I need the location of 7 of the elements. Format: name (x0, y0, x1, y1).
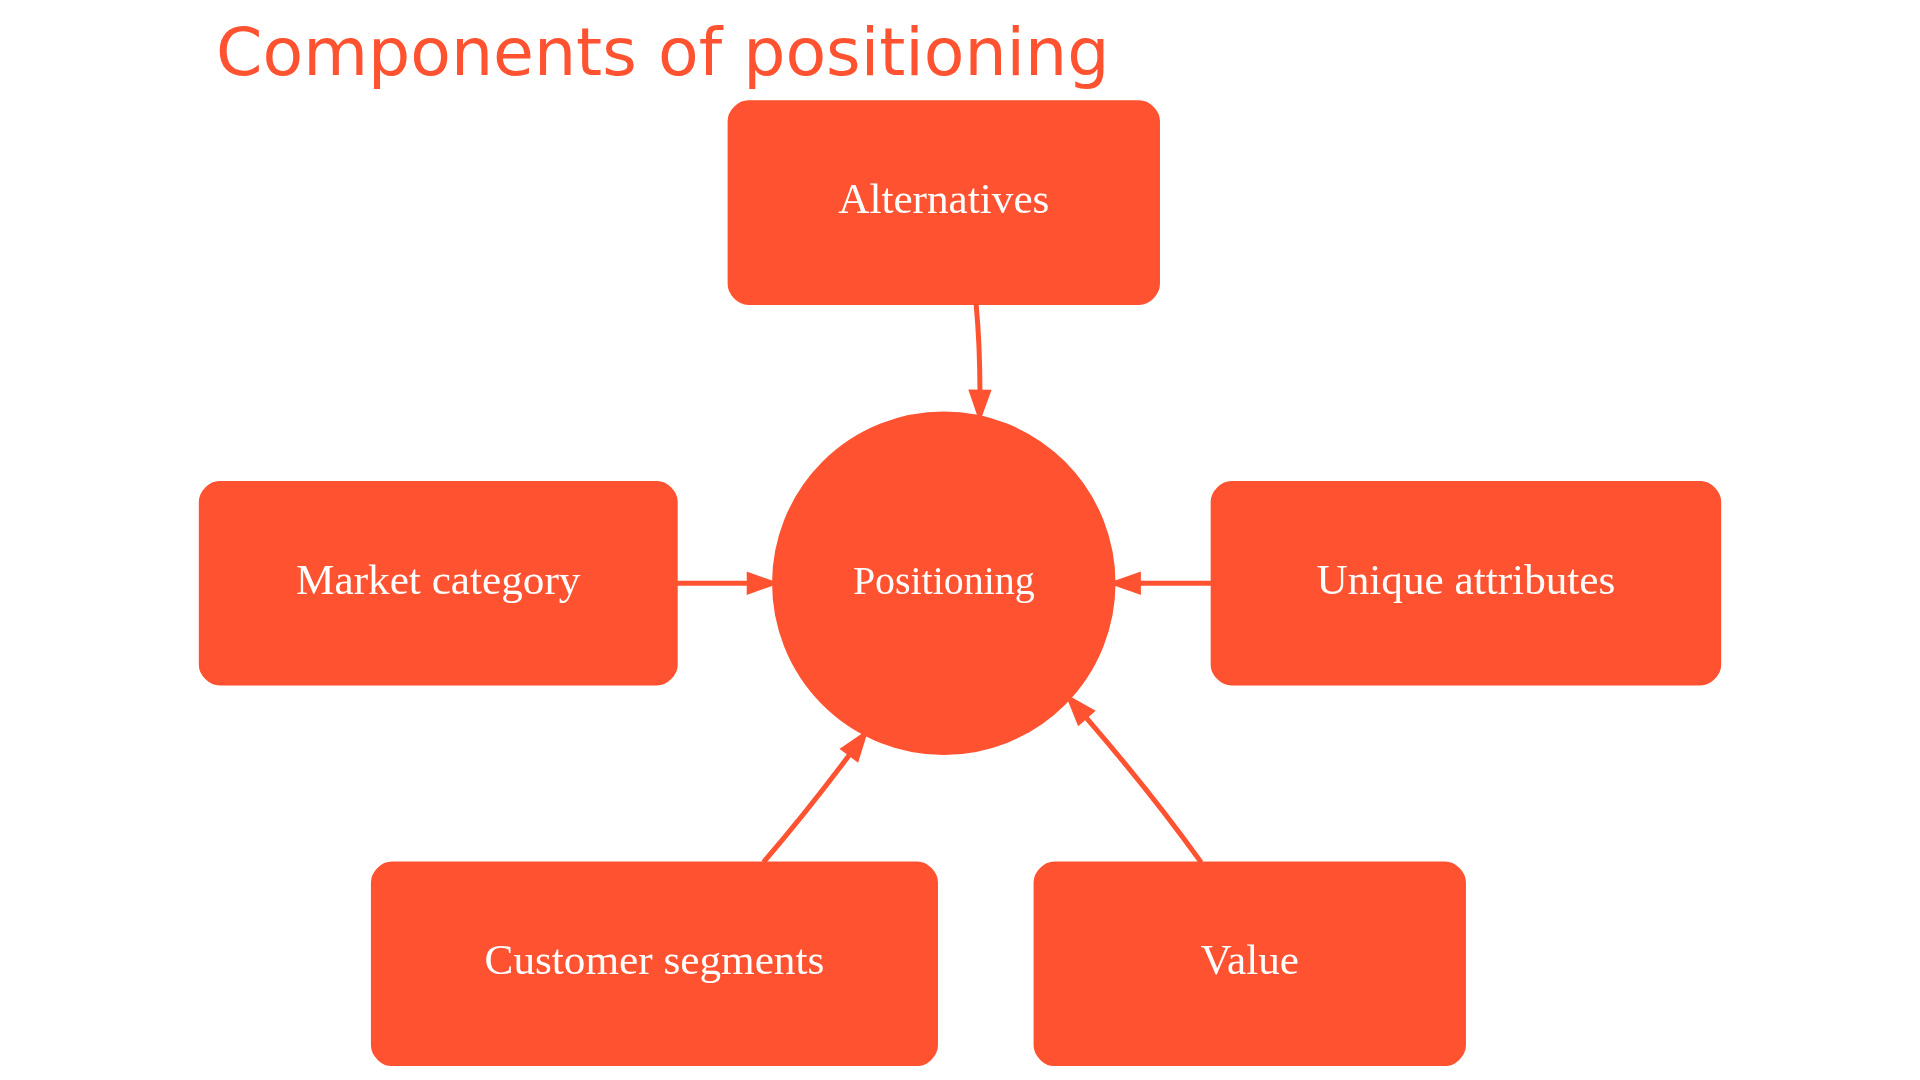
node-circle: Positioning (772, 411, 1116, 755)
node-box: Customer segments (370, 861, 938, 1067)
node-box: Unique attributes (1210, 481, 1722, 686)
node-box: Market category (198, 481, 678, 686)
node-box: Value (1033, 861, 1466, 1067)
node-box: Alternatives (727, 100, 1160, 305)
diagram-title: Components of positioning (216, 12, 1110, 91)
